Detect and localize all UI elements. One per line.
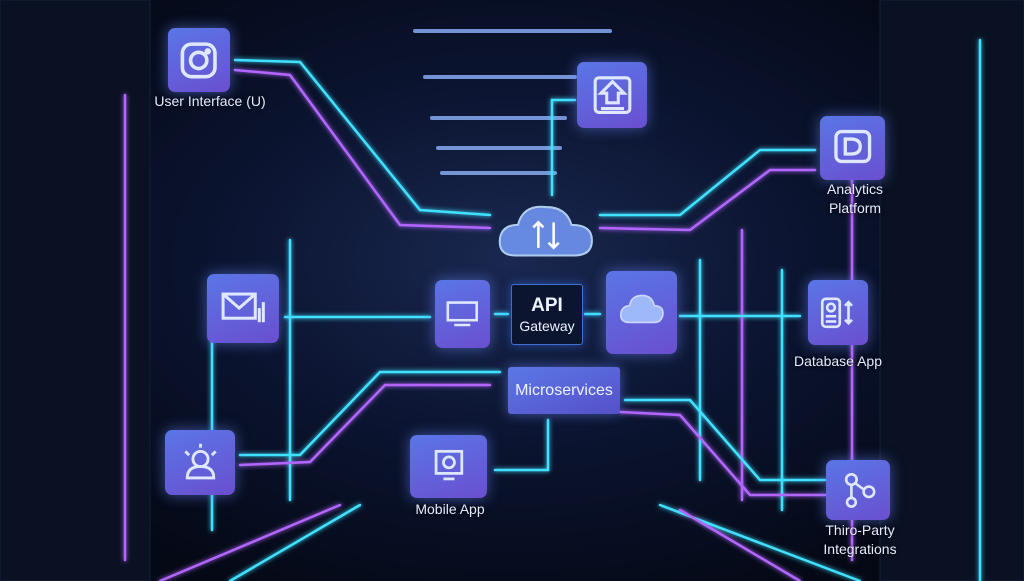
- api-gateway-line1: API: [531, 294, 563, 316]
- upload-arrow-icon: [593, 76, 631, 114]
- api-gateway-line2: Gateway: [519, 317, 575, 334]
- third-party-label-line2: Integrations: [823, 541, 897, 557]
- instagram-camera-icon: [180, 41, 218, 79]
- analytics-label-line1: Analytics: [826, 181, 884, 197]
- third-party-label-line1: Thiro-Party: [825, 522, 895, 538]
- database-tile[interactable]: [808, 280, 868, 345]
- mail-icon: [221, 292, 265, 323]
- database-icon: [820, 297, 853, 328]
- cloud-sync-tile[interactable]: [495, 198, 597, 262]
- monitor-icon: [446, 301, 479, 327]
- cloud-tile[interactable]: [606, 271, 677, 354]
- ceiling-lights: [413, 29, 612, 175]
- share-nodes-icon: [844, 472, 876, 508]
- cloud-sync-icon: [498, 205, 593, 257]
- analytics-chart-icon: [834, 129, 871, 163]
- user-badge-tile[interactable]: [165, 430, 235, 495]
- third-party-tile[interactable]: [826, 460, 890, 520]
- mobile-tile[interactable]: [410, 435, 487, 498]
- user-interface-label: User Interface (U): [154, 93, 266, 109]
- mobile-device-icon: [434, 450, 463, 481]
- data-flow-arrows: [233, 58, 827, 497]
- cloud-icon: [619, 295, 664, 324]
- upload-tile[interactable]: [577, 62, 647, 128]
- user-badge-icon: [183, 443, 217, 480]
- analytics-label-line2: Platform: [828, 200, 882, 216]
- api-gateway-box[interactable]: API Gateway: [511, 284, 583, 345]
- database-label: Database App: [794, 353, 882, 369]
- monitor-tile[interactable]: [435, 280, 490, 348]
- mail-tile[interactable]: [207, 274, 279, 343]
- mobile-label: Mobile App: [415, 501, 485, 517]
- user-interface-tile[interactable]: [168, 28, 230, 92]
- analytics-tile[interactable]: [820, 116, 885, 180]
- microservices-label: Microservices: [515, 381, 613, 399]
- microservices-box[interactable]: Microservices: [508, 367, 620, 414]
